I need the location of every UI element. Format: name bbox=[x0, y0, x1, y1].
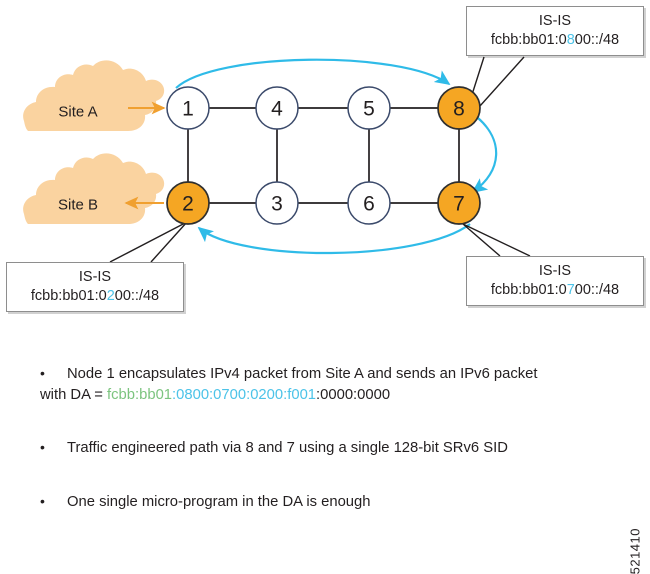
callout-node2-addr-prefix: fcbb:bb01:0 bbox=[30, 287, 107, 304]
callout-node8-address: fcbb:bb01:0800::/48 bbox=[476, 31, 634, 50]
path-arrow-7-to-2 bbox=[197, 223, 471, 255]
callout-node2-address: fcbb:bb01:0200::/48 bbox=[16, 287, 174, 306]
callout-leader-node2 bbox=[109, 221, 188, 263]
bullet-1-line-1: Node 1 encapsulates IPv4 packet from Sit… bbox=[67, 366, 538, 382]
callout-node2-addr-suffix: 00::/48 bbox=[114, 287, 160, 304]
site-b-cloud: Site B bbox=[23, 153, 165, 224]
path-arrow-8-to-7 bbox=[471, 117, 498, 194]
callout-node2-addr-highlight: 2 bbox=[106, 287, 115, 304]
bullet-item-1: • Node 1 encapsulates IPv4 packet from S… bbox=[40, 364, 620, 406]
node-5[interactable]: 5 bbox=[347, 86, 391, 130]
node-7-label: 7 bbox=[453, 193, 465, 216]
node-3-label: 3 bbox=[271, 193, 283, 216]
callout-node7-addr-suffix: 00::/48 bbox=[574, 281, 620, 298]
callout-node8-title: IS-IS bbox=[538, 13, 572, 29]
callout-node7-addr-highlight: 7 bbox=[566, 281, 575, 298]
node-7[interactable]: 7 bbox=[437, 181, 481, 225]
node-5-label: 5 bbox=[363, 98, 375, 121]
bullet-marker: • bbox=[40, 493, 45, 509]
site-a-cloud: Site A bbox=[23, 60, 165, 131]
callout-node8-addr-suffix: 00::/48 bbox=[574, 31, 620, 48]
site-a-label: Site A bbox=[58, 104, 97, 121]
node-8-label: 8 bbox=[453, 98, 465, 121]
bullet-item-2: • Traffic engineered path via 8 and 7 us… bbox=[40, 438, 620, 459]
node-4[interactable]: 4 bbox=[255, 86, 299, 130]
path-arrow-1-to-8 bbox=[175, 58, 451, 89]
node-3[interactable]: 3 bbox=[255, 181, 299, 225]
bullet-1-line-2: with DA = fcbb:bb01:0800:0700:0200:f001:… bbox=[40, 385, 620, 406]
node-6-label: 6 bbox=[363, 193, 375, 216]
bullet-2-line-1: Traffic engineered path via 8 and 7 usin… bbox=[67, 440, 508, 456]
figure-id-label: 521410 bbox=[627, 528, 642, 574]
node-6[interactable]: 6 bbox=[347, 181, 391, 225]
topology-links bbox=[187, 107, 460, 204]
bullet-marker: • bbox=[40, 365, 45, 381]
node-8[interactable]: 8 bbox=[437, 86, 481, 130]
node-1[interactable]: 1 bbox=[166, 86, 210, 130]
node-1-label: 1 bbox=[182, 98, 194, 121]
callout-node2-title: IS-IS bbox=[78, 269, 112, 285]
callout-node8-addr-prefix: fcbb:bb01:0 bbox=[490, 31, 567, 48]
bullet-item-3: • One single micro-program in the DA is … bbox=[40, 492, 620, 513]
callout-leader-node7 bbox=[462, 223, 531, 257]
callout-node8-addr-highlight: 8 bbox=[566, 31, 575, 48]
figure-root: Site A Site B bbox=[6, 6, 644, 574]
callout-node8: IS-IS fcbb:bb01:0800::/48 bbox=[466, 6, 644, 57]
bullet-1-da-prefix-text: with DA = bbox=[40, 387, 108, 403]
callout-node7-addr-prefix: fcbb:bb01:0 bbox=[490, 281, 567, 298]
callout-node7-address: fcbb:bb01:0700::/48 bbox=[476, 281, 634, 300]
node-2[interactable]: 2 bbox=[166, 181, 210, 225]
callout-node7-title: IS-IS bbox=[538, 263, 572, 279]
bullet-3-line-1: One single micro-program in the DA is en… bbox=[67, 494, 371, 510]
bullet-1-da-usid-list: :0800:0700:0200:f001 bbox=[172, 387, 317, 403]
callout-node7: IS-IS fcbb:bb01:0700::/48 bbox=[466, 256, 644, 307]
bullet-1-da-padding: :0000:0000 bbox=[316, 387, 391, 403]
callout-node2: IS-IS fcbb:bb01:0200::/48 bbox=[6, 262, 184, 313]
node-4-label: 4 bbox=[271, 98, 283, 121]
bullet-1-da-locator: fcbb:bb01 bbox=[107, 387, 173, 403]
network-topology-diagram: Site A Site B bbox=[23, 56, 531, 263]
site-b-label: Site B bbox=[58, 197, 98, 214]
bullet-marker: • bbox=[40, 439, 45, 455]
node-2-label: 2 bbox=[182, 193, 194, 216]
